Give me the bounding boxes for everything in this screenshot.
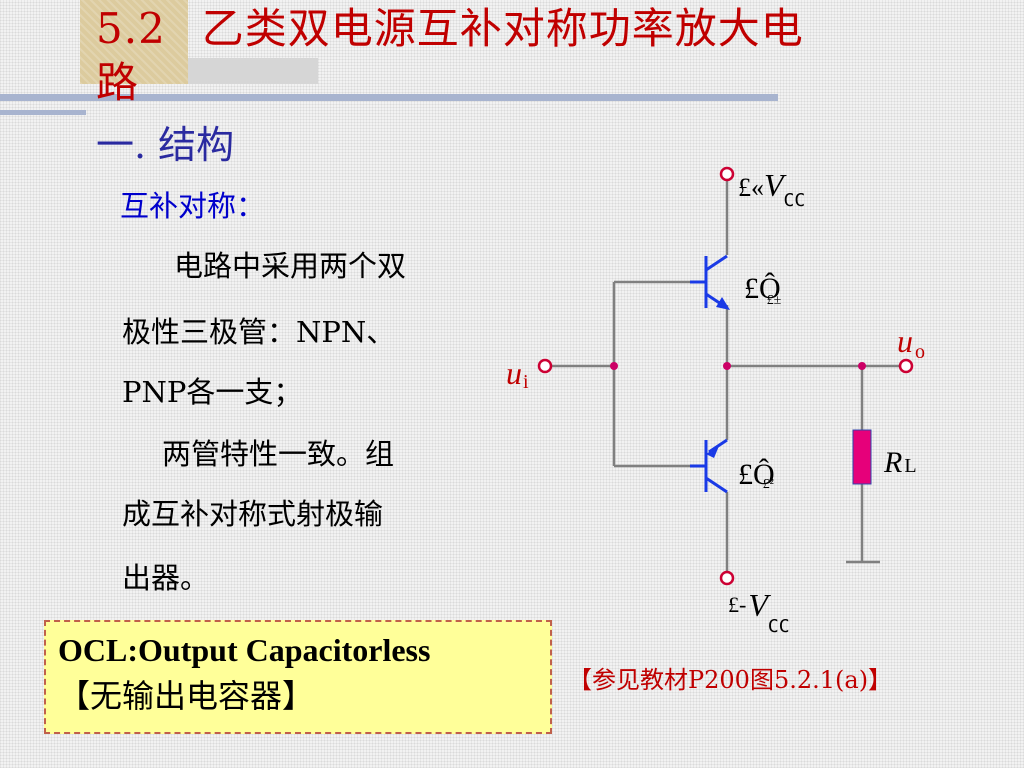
slide-title-continuation: 路: [96, 58, 139, 107]
title-decoration-block: [80, 0, 188, 84]
t2-emitter-arrow: [706, 446, 719, 458]
body-heading: 互补对称：: [120, 189, 266, 223]
t1-label: £Ô£±: [744, 272, 782, 308]
section-number: 5.2: [96, 4, 166, 53]
vcc-pos-label: £«VCC: [738, 167, 805, 211]
ocl-note-box: [44, 620, 552, 734]
terminal-vcc-neg: [719, 570, 735, 586]
terminal-vcc-pos: [719, 166, 735, 182]
title-decoration-strip: [188, 58, 318, 84]
body-line: 极性三极管：NPN、: [122, 315, 396, 349]
title-underline: [0, 94, 778, 101]
body-line: 成互补对称式射极输: [122, 497, 384, 531]
slide-title-text: 乙类双电源互补对称功率放大电: [201, 4, 804, 53]
section-heading: 一. 结构: [96, 123, 235, 167]
ocl-note-title: OCL:Output Capacitorless: [58, 632, 431, 668]
terminal-input: [537, 358, 553, 374]
title-underline-short: [0, 110, 86, 115]
body-line: 电路中采用两个双: [174, 249, 407, 283]
textbook-reference: 【参见教材P200图5.2.1(a)】: [568, 666, 893, 694]
circuit-nodes: [610, 362, 866, 370]
slide-title: 5.2 乙类双电源互补对称功率放大电: [96, 6, 804, 52]
body-line: PNP各一支；: [122, 375, 303, 409]
terminal-output: [898, 358, 914, 374]
transistor-t2-pnp: [690, 438, 728, 494]
body-line: 两管特性一致。组: [162, 437, 395, 471]
t1-emitter-arrow: [716, 297, 730, 310]
load-resistor: [852, 429, 872, 485]
input-voltage-label: ui: [506, 355, 529, 393]
vcc-neg-label: £-VCC: [728, 587, 790, 637]
circuit-wires: [551, 180, 900, 572]
circuit-terminals: [537, 166, 914, 586]
ocl-note-subtitle: 【无输出电容器】: [58, 678, 315, 714]
t2-label: £Ô£²: [738, 458, 775, 492]
body-line: 出器。: [122, 561, 210, 595]
